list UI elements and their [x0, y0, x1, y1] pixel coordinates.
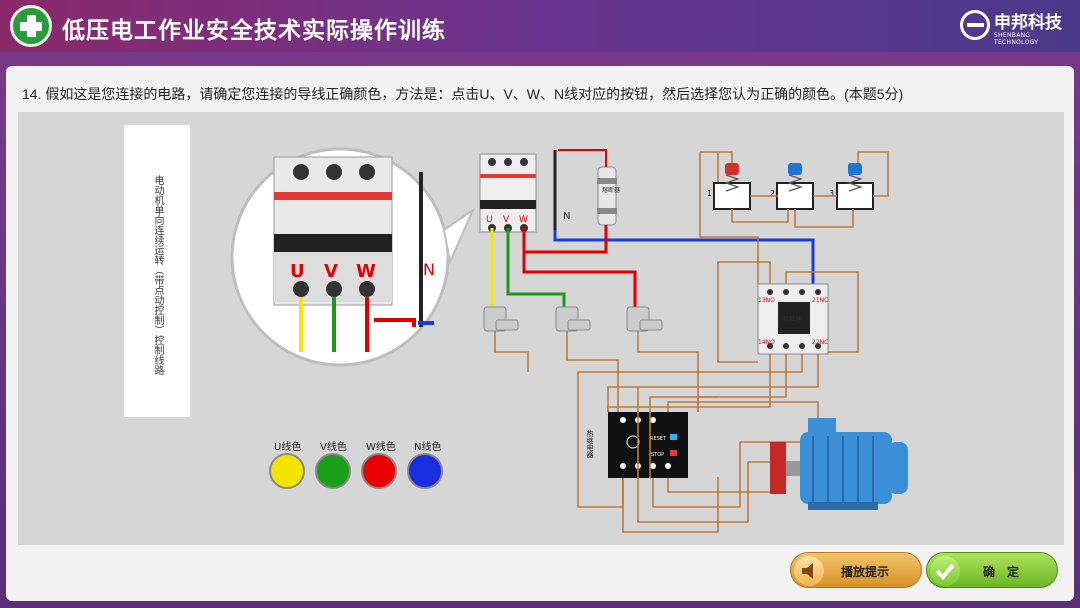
header-bar: 低压电工作业安全技术实际操作训练 申邦科技 SHENBANG TECHNOLOG… — [0, 0, 1080, 52]
n-line-label: N — [563, 211, 570, 222]
circuit-workspace: 电动机单向连续运转（带点动控制）控制线路 — [18, 112, 1064, 545]
w-color-label: W线色 — [366, 442, 396, 453]
breaker-label-u: U — [486, 215, 493, 225]
w-color-button[interactable] — [361, 453, 397, 489]
play-hint-label: 播放提示 — [841, 565, 890, 579]
zoom-label-n: N — [423, 260, 435, 279]
fuse-label: 熔断器 — [602, 186, 620, 194]
thermal-relay — [608, 412, 688, 478]
speaker-icon — [794, 556, 824, 586]
terminal-21nc: 21NC — [812, 297, 828, 304]
relay-stop-label: STOP — [651, 452, 664, 458]
brand-subtitle: SHENBANG TECHNOLOGY — [994, 32, 1039, 46]
button-label-1: 1 — [707, 189, 712, 198]
v-color-label: V线色 — [320, 442, 347, 453]
circuit-title-card: 电动机单向连续运转（带点动控制）控制线路 — [124, 125, 190, 417]
electric-motor — [770, 418, 908, 510]
content-panel: 14. 假如这是您连接的电路，请确定您连接的导线正确颜色，方法是：点击U、V、W… — [6, 66, 1074, 601]
question-text: 14. 假如这是您连接的电路，请确定您连接的导线正确颜色，方法是：点击U、V、W… — [22, 86, 904, 102]
zoom-label-w: W — [356, 261, 376, 282]
relay-label: 热继电器 — [586, 429, 594, 459]
brand-logo: 申邦科技 SHENBANG TECHNOLOGY — [960, 6, 1070, 46]
contactor-label: 接触器 — [783, 315, 801, 323]
n-color-label: N线色 — [414, 442, 442, 453]
safety-cross-logo — [10, 5, 52, 47]
u-color-button[interactable] — [269, 453, 305, 489]
confirm-button[interactable]: 确 定 — [926, 552, 1058, 588]
breaker-label-v: V — [503, 215, 510, 225]
terminal-22nc: 22NC — [812, 339, 828, 346]
contactor — [757, 283, 829, 355]
contactor-input-terminals — [483, 306, 663, 332]
breaker-zoom-view — [230, 147, 476, 367]
button-label-2: 2 — [770, 189, 775, 198]
confirm-label: 确 定 — [983, 565, 1020, 579]
fuse — [597, 166, 617, 226]
button-label-3: 3 — [829, 189, 834, 198]
circuit-title-text: 电动机单向连续运转（带点动控制）控制线路 — [152, 175, 163, 375]
brand-mark-icon — [960, 10, 990, 40]
checkmark-icon — [930, 556, 960, 586]
zoom-label-v: V — [324, 261, 338, 282]
terminal-14no: 14NO — [758, 339, 775, 346]
circuit-diagram: U V W N U V W N — [230, 147, 908, 533]
brand-name: 申邦科技 — [994, 13, 1062, 33]
breaker-label-w: W — [519, 215, 528, 225]
u-color-label: U线色 — [274, 442, 302, 453]
v-color-button[interactable] — [315, 453, 351, 489]
n-color-button[interactable] — [407, 453, 443, 489]
app-title: 低压电工作业安全技术实际操作训练 — [62, 17, 446, 44]
push-buttons — [713, 163, 874, 210]
play-hint-button[interactable]: 播放提示 — [790, 552, 922, 588]
zoom-label-u: U — [290, 261, 305, 282]
terminal-13no: 13NO — [758, 297, 775, 304]
relay-reset-label: RESET — [650, 436, 667, 442]
control-wires — [494, 151, 889, 533]
